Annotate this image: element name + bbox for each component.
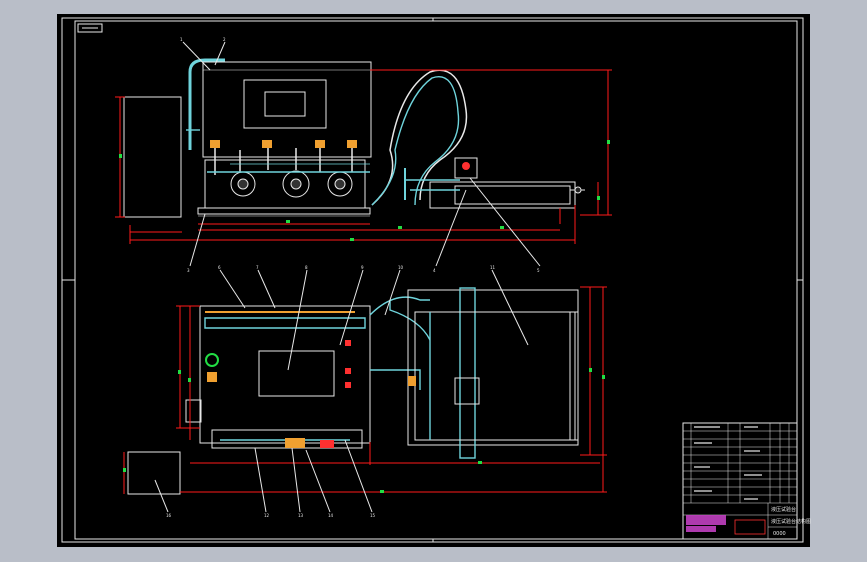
pump-motor-row: [204, 140, 370, 209]
svg-text:16: 16: [166, 513, 172, 518]
front-elevation-view: 1 2 3 4 5: [115, 37, 612, 273]
oil-tank-front: [123, 96, 182, 218]
test-cylinder-front: [404, 157, 585, 209]
plan-dimensions: [123, 286, 607, 494]
panel-plan: [258, 350, 335, 397]
front-leader-lines: 1 2 3 4 5: [180, 37, 541, 273]
svg-text:5: 5: [537, 268, 540, 273]
cad-viewport[interactable]: [57, 14, 810, 547]
plan-leader-lines: 6 7 8 9 10 11 12 13 14 15 16: [154, 265, 529, 518]
svg-text:11: 11: [490, 265, 496, 270]
svg-text:7: 7: [256, 265, 259, 270]
cabinet-plan: [199, 305, 371, 444]
title-block-title: 液压试验台: [771, 506, 796, 513]
svg-text:4: 4: [433, 268, 436, 273]
svg-text:12: 12: [264, 513, 270, 518]
svg-text:9: 9: [361, 265, 364, 270]
base-rail-front: [197, 207, 371, 215]
svg-text:15: 15: [370, 513, 376, 518]
svg-text:8: 8: [305, 265, 308, 270]
svg-text:2: 2: [223, 37, 226, 42]
title-block-subtitle: 液压试验台结构图: [771, 518, 811, 525]
test-stand-plan: [407, 287, 579, 459]
title-block: 液压试验台 液压试验台结构图 0000: [682, 422, 811, 540]
title-block-drawing-number: 0000: [773, 531, 786, 537]
oil-tank-plan: [127, 451, 181, 495]
drawing-code-box: [77, 23, 103, 33]
drawing-frame: [61, 17, 804, 543]
svg-text:6: 6: [218, 265, 221, 270]
svg-text:1: 1: [180, 37, 183, 42]
test-hose-loop: [371, 69, 468, 206]
svg-text:13: 13: [298, 513, 304, 518]
dimension-markers: [119, 140, 610, 493]
svg-text:3: 3: [187, 268, 190, 273]
control-cabinet-front: [202, 61, 372, 158]
svg-text:10: 10: [398, 265, 404, 270]
svg-text:14: 14: [328, 513, 334, 518]
plan-view: 6 7 8 9 10 11 12 13 14 15 16: [123, 265, 607, 518]
